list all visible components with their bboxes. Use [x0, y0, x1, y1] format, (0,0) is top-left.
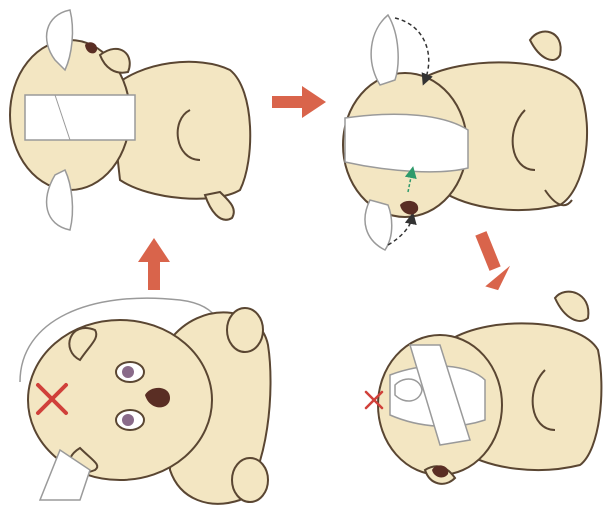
bandage-knot [395, 379, 422, 401]
puppy-tail [555, 292, 588, 321]
step-4-puppy [366, 292, 601, 484]
bandage-bottom [365, 200, 392, 250]
bandage-wrap [25, 95, 135, 140]
bandage-top [371, 15, 398, 85]
puppy-paw [227, 308, 263, 352]
puppy-tail [205, 192, 234, 220]
puppy-paw [232, 458, 268, 502]
arrow-up-icon [138, 238, 170, 290]
bandage-wrap [345, 114, 468, 172]
puppy-tail [530, 32, 561, 60]
step-2-puppy [10, 10, 250, 230]
arrow-right-icon [272, 86, 326, 118]
fold-guide-top [395, 18, 429, 80]
step-1-puppy [20, 298, 271, 504]
step-3-puppy [343, 15, 587, 250]
arrow-down-right-icon [475, 231, 514, 292]
